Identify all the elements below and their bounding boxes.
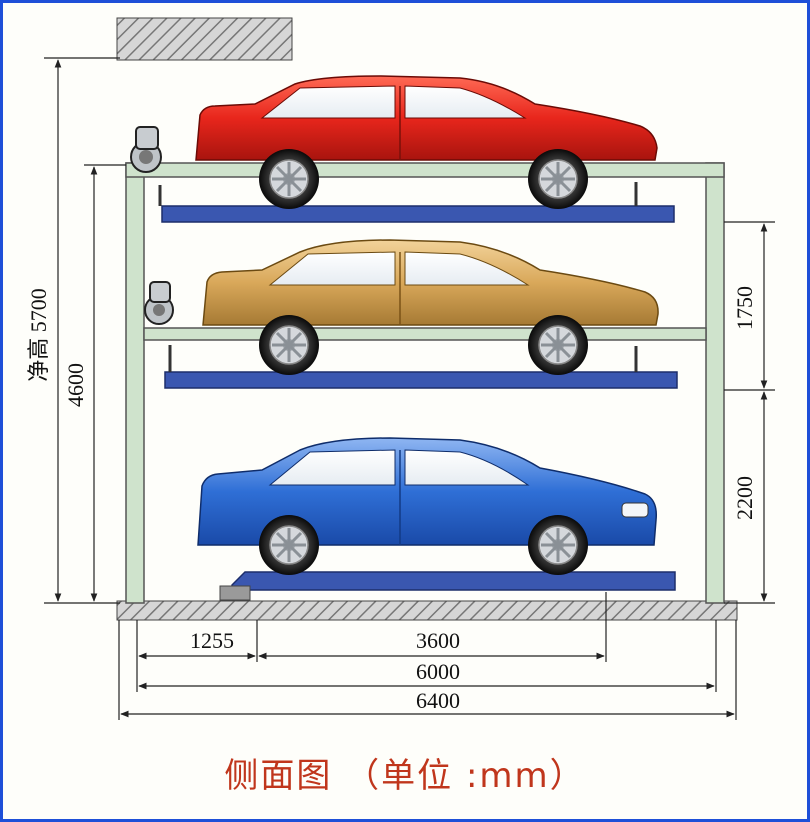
car-top-red	[195, 75, 658, 211]
left-column	[125, 162, 145, 604]
top-beam	[125, 162, 725, 178]
upper-platform	[161, 205, 675, 223]
middle-platform	[164, 371, 678, 389]
clear-height-label: 净高 5700	[26, 288, 51, 382]
offset-label: 1255	[190, 628, 234, 653]
upper-gap-label: 1750	[732, 286, 757, 330]
car-bottom-blue	[197, 437, 658, 577]
inner-length-label: 6000	[416, 659, 460, 684]
ceiling-hatch	[116, 17, 293, 61]
right-column	[705, 162, 725, 604]
middle-motor	[144, 281, 174, 325]
floor-hatch	[116, 600, 738, 621]
ground-platform	[231, 571, 676, 591]
middle-beam	[143, 327, 707, 341]
overall-length-label: 6400	[416, 688, 460, 713]
top-motor	[130, 126, 162, 173]
caption: 侧面图 （单位 :mm）	[224, 756, 586, 796]
total-height-label: 4600	[63, 363, 88, 407]
car-middle-gold	[202, 239, 659, 377]
platform-length-label: 3600	[416, 628, 460, 653]
lower-gap-label: 2200	[732, 476, 757, 520]
